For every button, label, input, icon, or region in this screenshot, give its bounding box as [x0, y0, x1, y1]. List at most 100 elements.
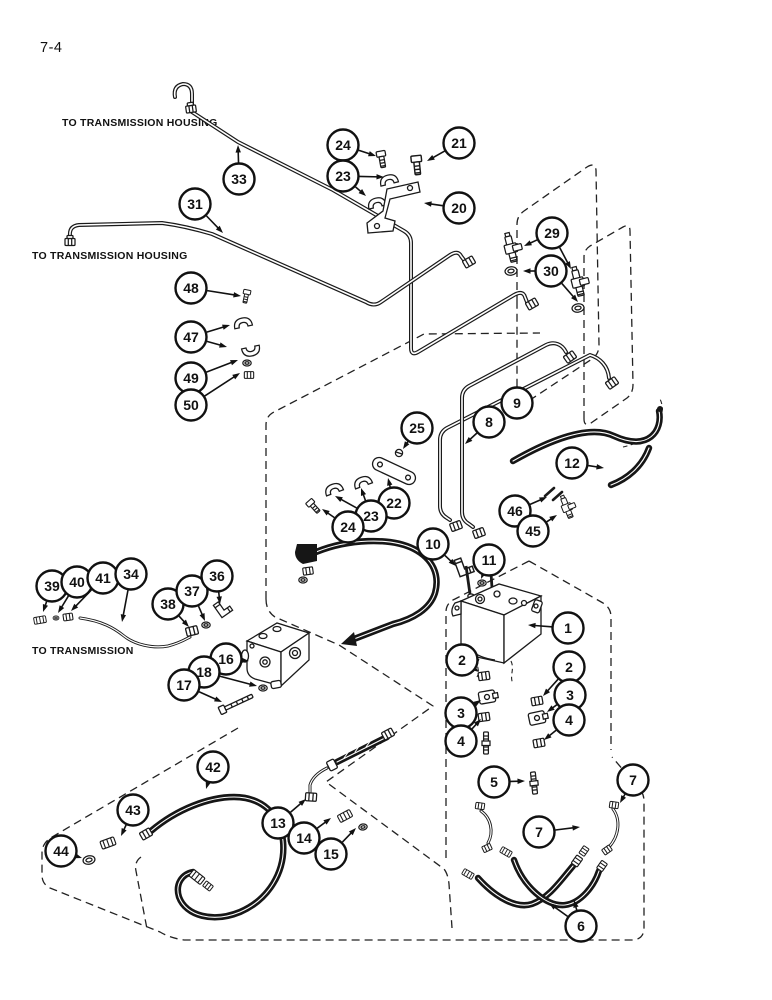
- callout-number: 41: [95, 570, 111, 586]
- callout-arrow: [71, 589, 93, 611]
- callout-circle: [552, 703, 586, 737]
- callout-47: 47: [174, 320, 230, 354]
- callout-arrow: [588, 464, 604, 470]
- callout-42: 42: [196, 750, 230, 789]
- callout-number: 39: [44, 578, 60, 594]
- oring-15: [357, 822, 369, 832]
- tube-8-nut-left: [471, 526, 487, 540]
- callout-arrow: [241, 657, 249, 664]
- callout-circle: [442, 126, 476, 160]
- callout-number: 36: [209, 568, 225, 584]
- callout-circle: [555, 446, 589, 480]
- callout-31: 31: [178, 187, 223, 233]
- callout-number: 37: [184, 583, 200, 599]
- callout-circle: [178, 187, 212, 221]
- callout-number: 42: [205, 759, 221, 775]
- label-to-transmission-housing-upper: TO TRANSMISSION HOUSING: [62, 117, 218, 129]
- tee-fitting-29b: [567, 263, 593, 298]
- oring-11: [477, 579, 487, 587]
- callout-number: 5: [490, 774, 498, 790]
- callout-13: 13: [261, 799, 306, 840]
- bolt-24-top: [375, 149, 389, 169]
- hose-6a-nut-right2: [578, 845, 590, 857]
- callout-circle: [477, 765, 511, 799]
- callout-arrow: [358, 149, 376, 157]
- oring-44: [81, 854, 97, 866]
- callout-arrow: [544, 729, 557, 740]
- callout-number: 14: [296, 830, 312, 846]
- fitting-14: [336, 808, 354, 824]
- callout-circle: [196, 750, 230, 784]
- callout-number: 46: [507, 503, 523, 519]
- callout-arrow: [403, 441, 410, 449]
- callout-30: 30: [523, 254, 578, 302]
- callout-5: 5: [477, 765, 525, 799]
- nut-38: [184, 624, 200, 638]
- callout-circle: [516, 514, 550, 548]
- callout-9: 9: [500, 385, 534, 420]
- pin-46-b: [551, 490, 564, 502]
- callout-number: 22: [386, 495, 402, 511]
- oring-40: [52, 615, 60, 621]
- callout-circle: [444, 724, 478, 758]
- callout-24-2: 24: [322, 509, 365, 544]
- callout-circle: [287, 821, 321, 855]
- callout-number: 40: [69, 574, 85, 590]
- tee-fitting-29a: [500, 229, 526, 264]
- callout-34: 34: [114, 557, 148, 622]
- callout-arrow: [207, 289, 241, 298]
- callout-15: 15: [314, 828, 356, 871]
- callout-number: 7: [629, 772, 637, 788]
- callout-23: 23: [326, 159, 384, 196]
- callout-arrow: [620, 793, 627, 803]
- hose-12-end: [607, 444, 653, 489]
- callout-circle: [522, 815, 556, 849]
- callout-circle: [331, 510, 365, 544]
- callout-number: 3: [457, 705, 465, 721]
- callout-number: 30: [543, 263, 559, 279]
- callout-number: 45: [525, 523, 541, 539]
- callout-45: 45: [516, 514, 557, 548]
- hose-7a-nut-bottom: [481, 842, 493, 854]
- callout-arrow: [335, 496, 357, 509]
- hose-13-hatch1: [365, 739, 372, 748]
- hose-13-hatch2: [354, 744, 361, 753]
- tube-31-nut-left: [64, 234, 76, 247]
- fittings: [33, 101, 620, 892]
- callout-circle: [44, 834, 78, 868]
- block-fitting-3b: [527, 710, 550, 726]
- callout-number: 15: [323, 846, 339, 862]
- callout-circle: [534, 254, 568, 288]
- callout-arrow: [360, 488, 367, 501]
- valve-assembly-1: [451, 557, 543, 665]
- hose-13-hatch3: [343, 750, 350, 759]
- nut-50: [243, 371, 255, 379]
- callout-arrow: [206, 360, 238, 373]
- clamp-47-a: [232, 315, 254, 330]
- hose-valve16: [312, 537, 440, 643]
- callout-12: 12: [555, 446, 604, 480]
- callout-number: 11: [482, 552, 497, 568]
- callout-arrow: [197, 605, 205, 621]
- callout-44: 44: [44, 834, 82, 868]
- hose-12-cap: [657, 406, 663, 412]
- callout-arrow: [205, 215, 223, 233]
- washer-18: [258, 684, 268, 692]
- nut-41: [62, 612, 74, 622]
- callout-arrow: [178, 615, 189, 627]
- callout-circle: [326, 159, 360, 193]
- hose-7b-nut-top: [608, 800, 620, 810]
- callout-arrow: [354, 186, 366, 196]
- callout-22: 22: [377, 478, 411, 520]
- fitting-39: [33, 615, 47, 625]
- callout-circle: [174, 271, 208, 305]
- page-number: 7-4: [40, 40, 63, 56]
- callout-circle: [500, 386, 534, 420]
- callout-number: 44: [53, 843, 69, 859]
- callout-arrow: [387, 478, 393, 488]
- hose-12: [509, 407, 663, 465]
- callout-arrow: [198, 691, 222, 702]
- callout-49: 49: [174, 360, 238, 395]
- bolt-48: [240, 288, 252, 305]
- callout-arrow: [216, 592, 222, 604]
